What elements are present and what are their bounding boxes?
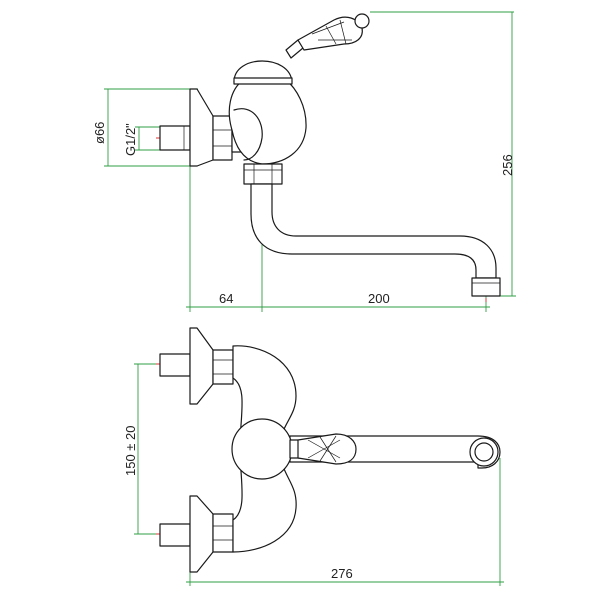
handle-end-cap — [354, 13, 370, 29]
side-view-dimension-lines — [104, 11, 516, 312]
inlet-pipe — [159, 125, 191, 151]
spout — [250, 183, 497, 279]
spout-reach-label: 200 — [368, 291, 390, 306]
plan-crystal-knob — [297, 433, 357, 465]
lower-inlet-pipe — [159, 523, 191, 547]
diameter-label: ø66 — [92, 122, 107, 144]
centers-label: 150 ± 20 — [123, 425, 138, 476]
plan-cap — [231, 418, 293, 480]
offset-label: 64 — [219, 291, 233, 306]
upper-flange — [189, 327, 214, 405]
plan-lever-handle — [289, 433, 357, 465]
plan-view — [134, 327, 504, 586]
thread-label: G1/2" — [123, 123, 138, 156]
aerator — [471, 277, 501, 297]
height-label: 256 — [500, 154, 515, 176]
hex-nut — [212, 115, 233, 161]
upper-inlet-pipe — [159, 353, 191, 377]
lever-handle — [285, 13, 370, 59]
spout-nut — [243, 163, 283, 185]
lower-flange — [189, 495, 214, 573]
lower-hex-nut — [212, 513, 234, 553]
upper-hex-nut — [212, 349, 234, 385]
side-view — [104, 11, 516, 312]
wall-flange — [189, 88, 214, 167]
mixer-body — [228, 79, 307, 165]
overall-length-label: 276 — [331, 566, 353, 581]
